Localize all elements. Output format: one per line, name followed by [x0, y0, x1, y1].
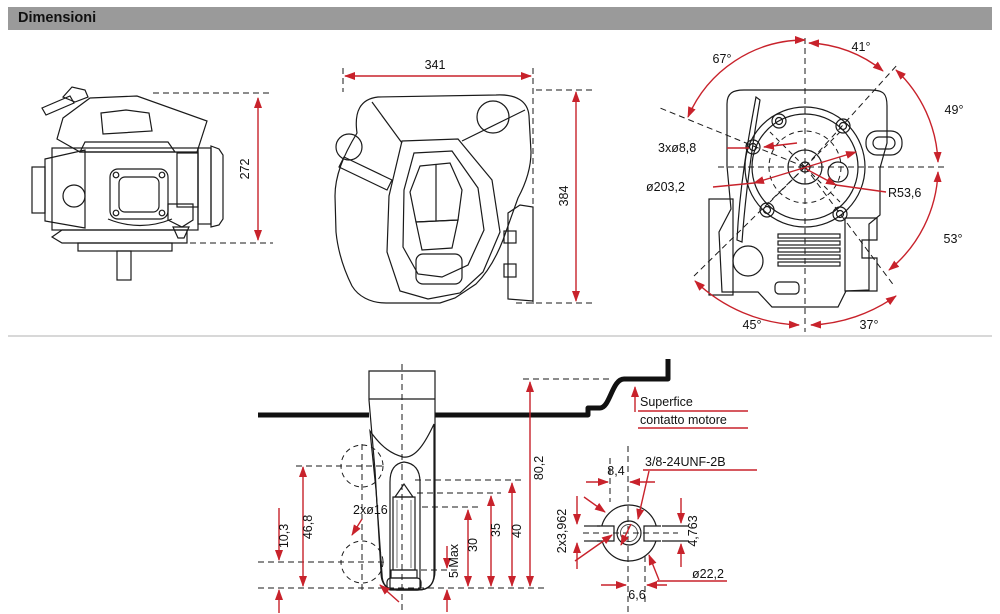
shaft-end-view: 8,4 3/8-24UNF-2B 2x3,962 4,763 ø22,2 6,6	[555, 446, 757, 612]
dim-keyway-left: 2x3,962	[555, 509, 569, 554]
dim-6-6: 6,6	[628, 588, 645, 602]
dim-8-4: 8,4	[607, 464, 624, 478]
engine-side-view: 272	[31, 86, 273, 281]
label-thread: 3/8-24UNF-2B	[645, 455, 726, 469]
label-shaft-diameter: ø22,2	[692, 567, 724, 581]
angle-top-left: 67°	[713, 52, 732, 66]
angle-right-lower: 53°	[944, 232, 963, 246]
engine-rear-view: 67° 41° 49° 53° 37° 45° 3xø8,8 ø203,2 R5…	[646, 35, 964, 332]
dim-5-max: 5 Max	[447, 543, 461, 578]
label-bolt-holes: 3xø8,8	[658, 141, 696, 155]
dim-keyway-right: 4,763	[686, 515, 700, 546]
crankshaft-section-view: 10,3 46,8 2xø16 5 Max 30 35 40 80,2 Supe…	[258, 359, 748, 613]
label-bolt-circle-radius: R53,6	[888, 186, 921, 200]
dim-overall-height: 272	[238, 159, 252, 180]
angle-bottom-right: 37°	[860, 318, 879, 332]
angle-bottom-left: 45°	[743, 318, 762, 332]
surface-note-line2: contatto motore	[640, 413, 727, 427]
angle-right-upper: 49°	[945, 103, 964, 117]
dim-46-8: 46,8	[301, 515, 315, 539]
dim-overall-width: 341	[425, 58, 446, 72]
dim-40: 40	[510, 524, 524, 538]
dim-overall-depth: 384	[557, 186, 571, 207]
label-flange-diameter: ø203,2	[646, 180, 685, 194]
dim-10-3: 10,3	[277, 524, 291, 548]
dim-35: 35	[489, 523, 503, 537]
page-title: Dimensioni	[18, 10, 97, 26]
label-mount-holes: 2xø16	[353, 503, 388, 517]
engine-top-view: 341 384	[334, 58, 592, 305]
dim-30: 30	[466, 538, 480, 552]
surface-note-line1: Superfice	[640, 395, 693, 409]
flange-bolt-holes	[745, 113, 851, 222]
section-header-bar: Dimensioni	[8, 7, 992, 30]
angle-top: 41°	[852, 40, 871, 54]
dim-80-2: 80,2	[532, 456, 546, 480]
